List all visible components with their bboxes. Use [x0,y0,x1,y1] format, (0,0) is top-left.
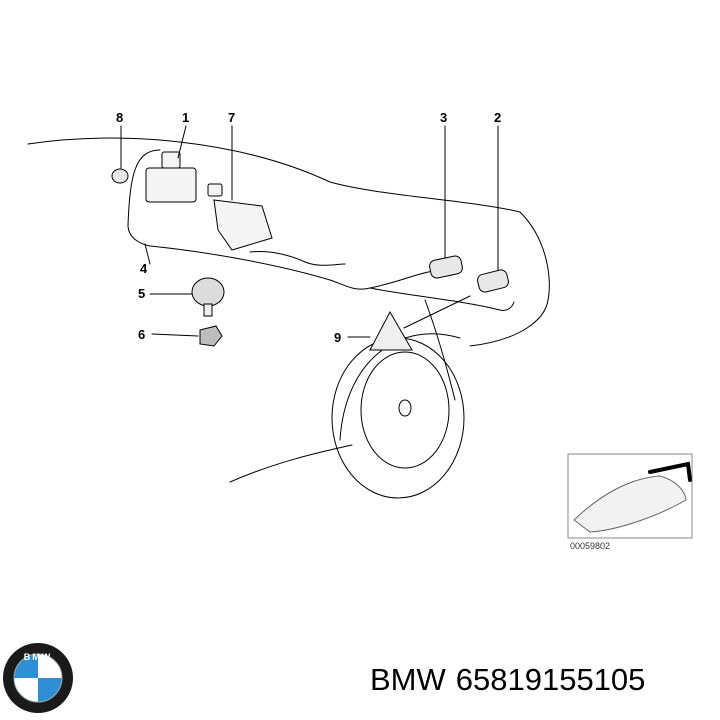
sensor-stem [203,303,213,317]
svg-text:BMW: BMW [24,652,53,662]
control-unit [145,167,197,203]
wheel-arch [339,333,461,441]
warning-label [369,310,413,351]
wheel-rim [360,351,450,469]
grommet [111,168,129,184]
car-roof-line [27,137,550,301]
callout-4: 4 [140,261,148,276]
car-side-line [229,444,353,483]
bracket-plug [207,183,223,197]
car-door-line [424,299,456,401]
wiring-branch [369,287,515,311]
inset-car [573,475,687,533]
wiring-connector-lead [249,251,346,266]
inset-reference: 00059802 [570,541,610,551]
wheel-hub [398,399,412,417]
rear-sensor [429,255,463,279]
car-rear-line [469,299,549,347]
hex-nut [199,325,223,347]
inset-highlight [648,461,692,482]
callout-2: 2 [494,110,501,125]
bmw-roundel-logo: BMW [3,643,73,713]
callout-8: 8 [116,110,123,125]
part-number: 65819155105 [455,662,646,697]
callout-7: 7 [228,110,235,125]
callout-6: 6 [138,327,145,342]
part-caption: BMW 65819155105 [370,662,645,698]
control-unit-plug [161,151,181,169]
rear-sensor-holder [477,269,509,293]
callout-1: 1 [182,110,189,125]
wheel-tire [331,337,465,499]
mounting-bracket [213,199,273,251]
callout-3: 3 [440,110,447,125]
callout-9: 9 [334,330,341,345]
pdc-sensor [191,277,225,307]
brand-name: BMW [370,662,446,697]
callout-5: 5 [138,286,145,301]
